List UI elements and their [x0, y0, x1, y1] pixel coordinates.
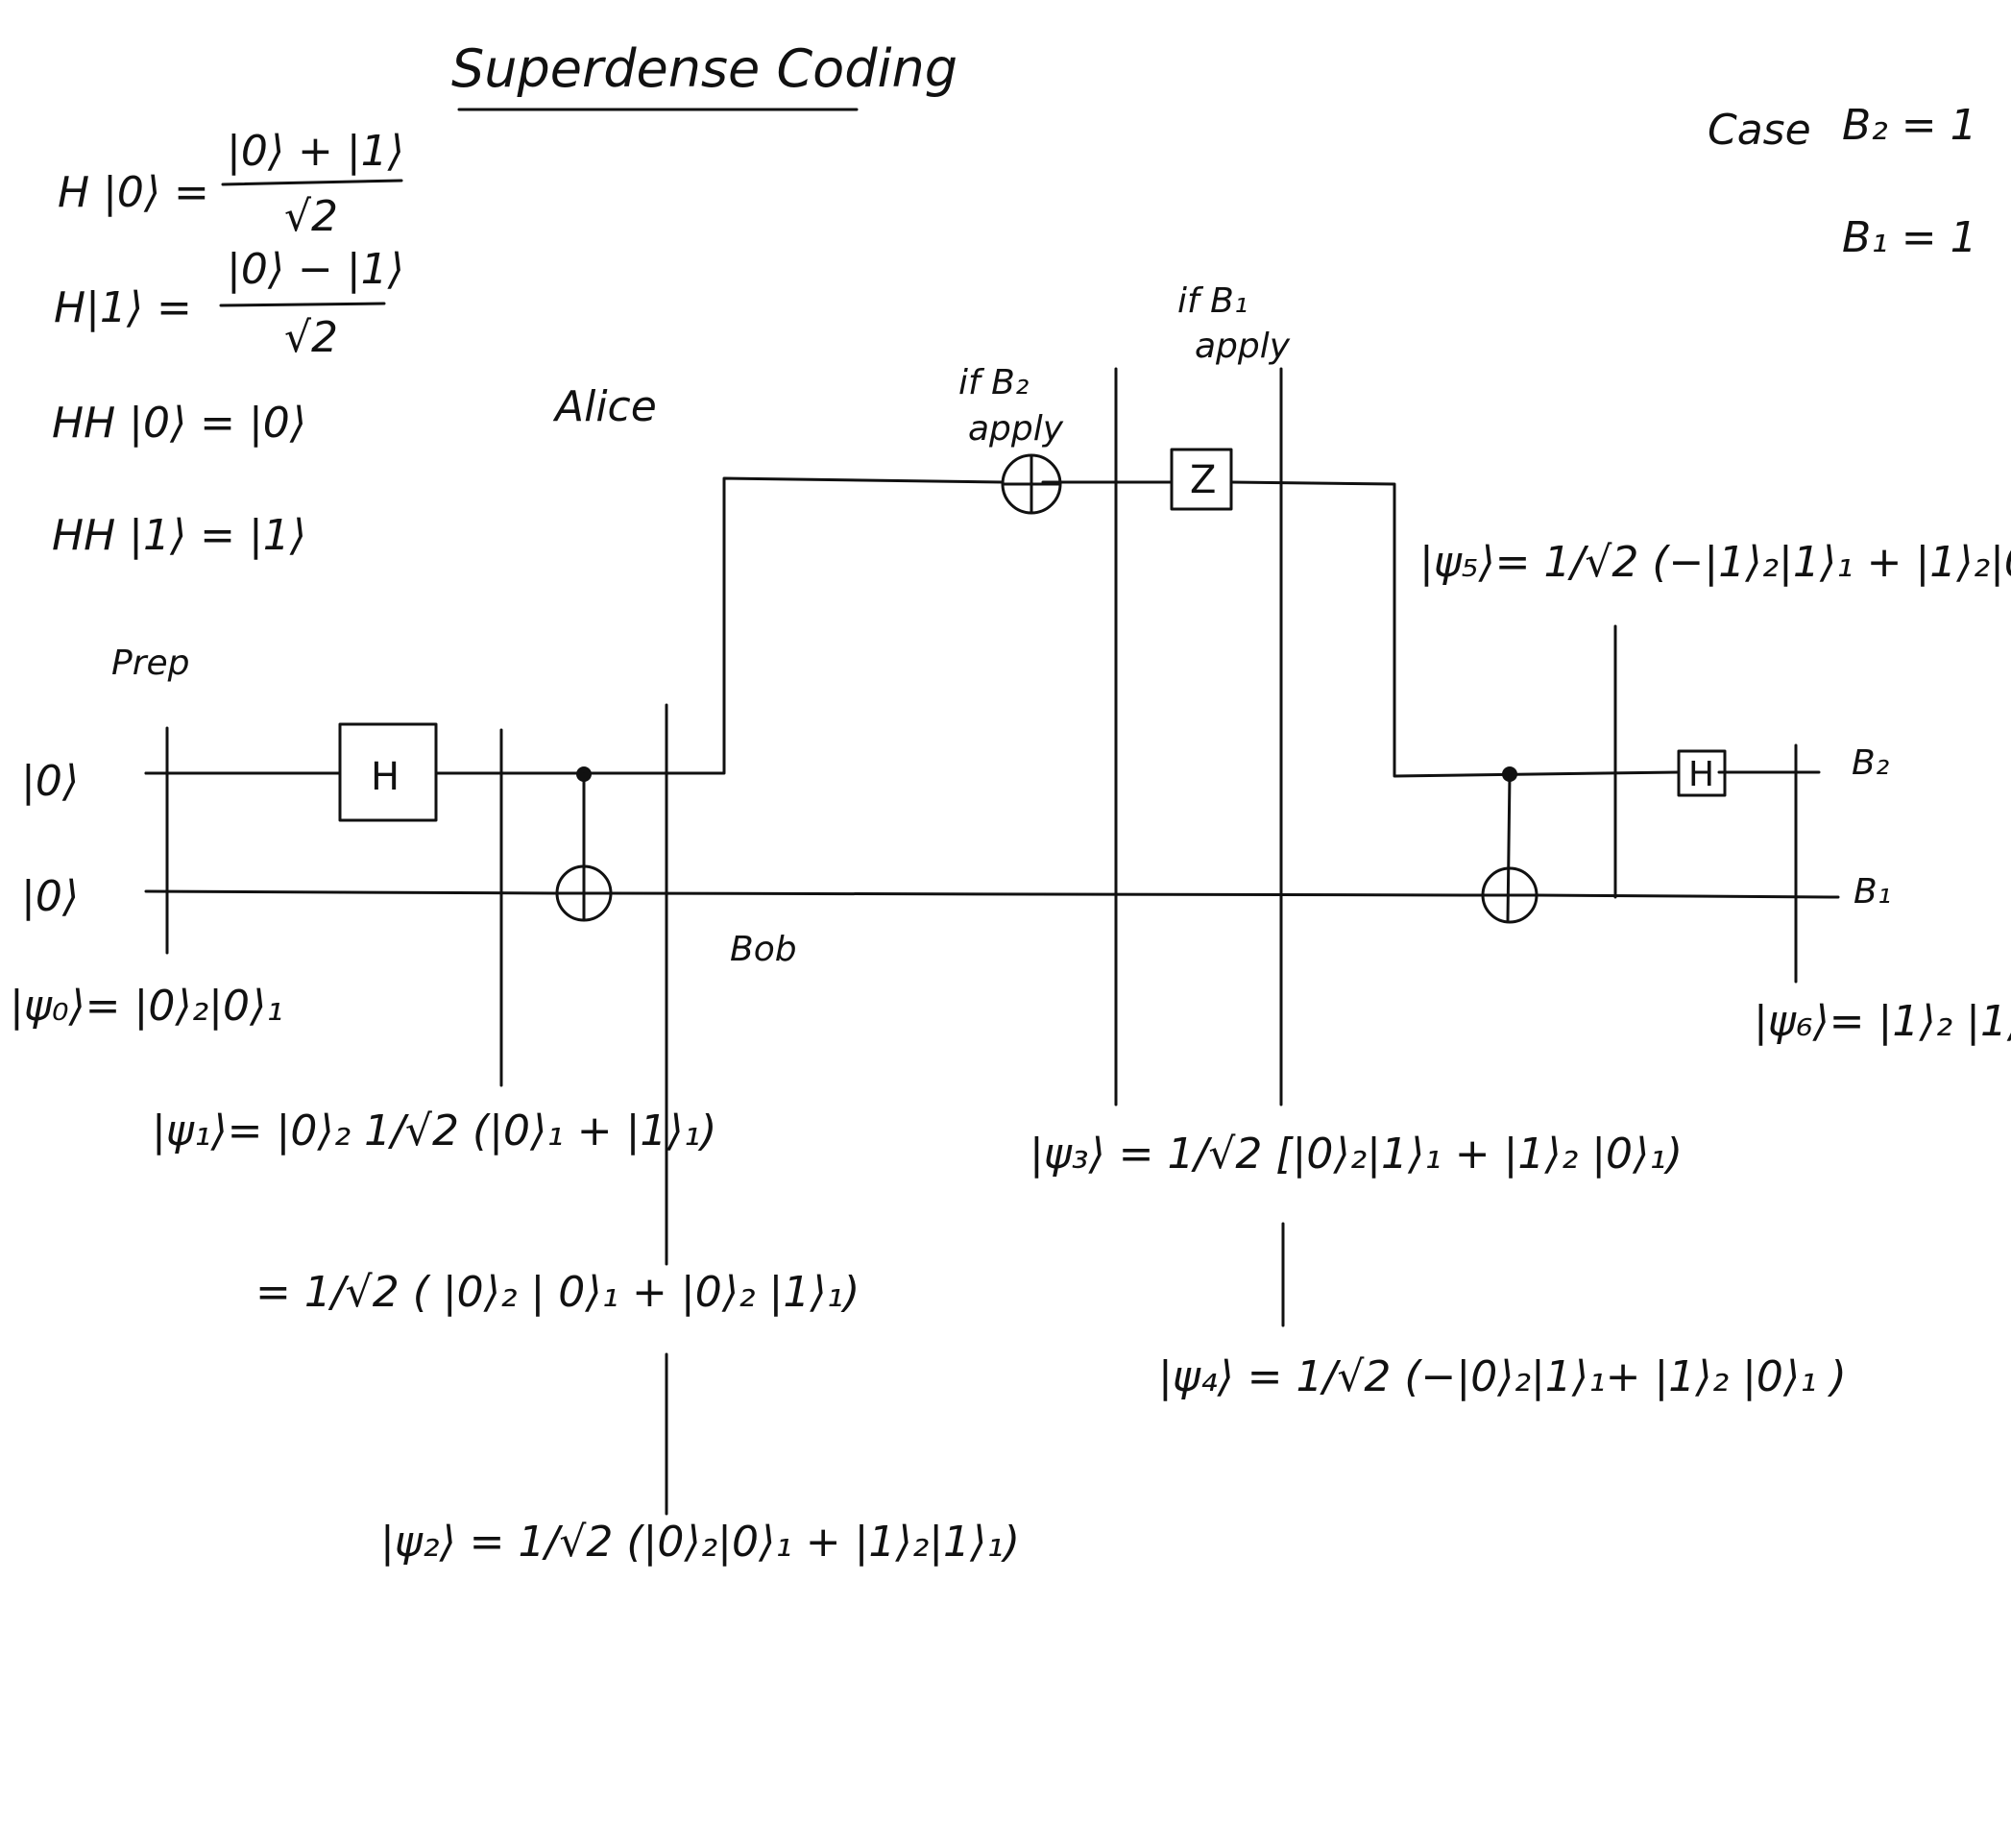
state-psi5: |ψ₅⟩= 1/√2 (−|1⟩₂|1⟩₁ + |1⟩₂|0⟩₁) [1419, 538, 2011, 587]
wire-qubit-1-path [144, 889, 1840, 899]
state-psi1-expanded: = 1/√2 ( |0⟩₂ | 0⟩₁ + |0⟩₂ |1⟩₁) [255, 1268, 860, 1317]
identity-h1: H|1⟩ = |0⟩ − |1⟩ √2 [54, 245, 404, 362]
apply-b2-label: apply [968, 409, 1064, 449]
z-gate-label: Z [1190, 458, 1216, 502]
prep-label: Prep [111, 644, 190, 683]
fraction-bar [219, 302, 386, 307]
x-gate-conditional [1001, 453, 1062, 515]
cnot-gate-1 [555, 766, 613, 922]
identity-h0: H |0⟩ = |0⟩ + |1⟩ √2 [58, 127, 404, 241]
output-b2-label: B₂ [1852, 743, 1889, 783]
control-line [1506, 772, 1512, 922]
state-psi3: |ψ₃⟩ = 1/√2 [|0⟩₂|1⟩₁ + |1⟩₂ |0⟩₁) [1030, 1130, 1683, 1179]
identity-h1-lhs: H|1⟩ = [54, 283, 192, 332]
identity-hh1: HH |1⟩ = |1⟩ [52, 511, 306, 560]
state-psi4: |ψ₄⟩ = 1/√2 (−|0⟩₂|1⟩₁+ |1⟩₂ |0⟩₁ ) [1158, 1352, 1847, 1401]
case-label: Case [1708, 106, 1811, 155]
cnot-gate-2 [1481, 766, 1539, 924]
identity-h1-den: √2 [284, 313, 338, 362]
hadamard-gate-1: H [338, 722, 438, 822]
bob-label: Bob [730, 930, 797, 969]
fraction-bar [221, 179, 403, 186]
identity-hh0: HH |0⟩ = |0⟩ [52, 399, 306, 448]
apply-b1-label: apply [1195, 327, 1291, 366]
page-title: Superdense Coding [451, 38, 957, 99]
identity-h0-num: |0⟩ + |1⟩ [227, 127, 404, 176]
identity-h0-lhs: H |0⟩ = [58, 168, 209, 217]
case-b1: B₁ = 1 [1842, 213, 1977, 262]
input-q1: |0⟩ [21, 872, 79, 921]
identity-h0-den: √2 [284, 192, 338, 241]
state-psi1: |ψ₁⟩= |0⟩₂ 1/√2 (|0⟩₁ + |1⟩₁) [152, 1106, 716, 1155]
state-psi0: |ψ₀⟩= |0⟩₂|0⟩₁ [10, 982, 283, 1031]
wire-qubit-2-path [144, 476, 1821, 778]
if-b1-label: if B₁ [1177, 281, 1248, 321]
alice-label: Alice [552, 382, 657, 431]
state-psi6: |ψ₆⟩= |1⟩₂ |1⟩₁ [1754, 997, 2011, 1046]
if-b2-label: if B₂ [958, 363, 1029, 402]
case-b2: B₂ = 1 [1842, 101, 1977, 150]
z-gate: Z [1170, 448, 1233, 511]
h-gate-1-label: H [371, 755, 400, 799]
output-b1-label: B₁ [1854, 872, 1891, 912]
hadamard-gate-2: H [1677, 749, 1727, 797]
input-q2: |0⟩ [21, 757, 79, 806]
state-psi2: |ψ₂⟩ = 1/√2 (|0⟩₂|0⟩₁ + |1⟩₂|1⟩₁) [380, 1518, 1020, 1567]
h-gate-2-label: H [1688, 755, 1714, 794]
identity-h1-num: |0⟩ − |1⟩ [227, 245, 404, 294]
